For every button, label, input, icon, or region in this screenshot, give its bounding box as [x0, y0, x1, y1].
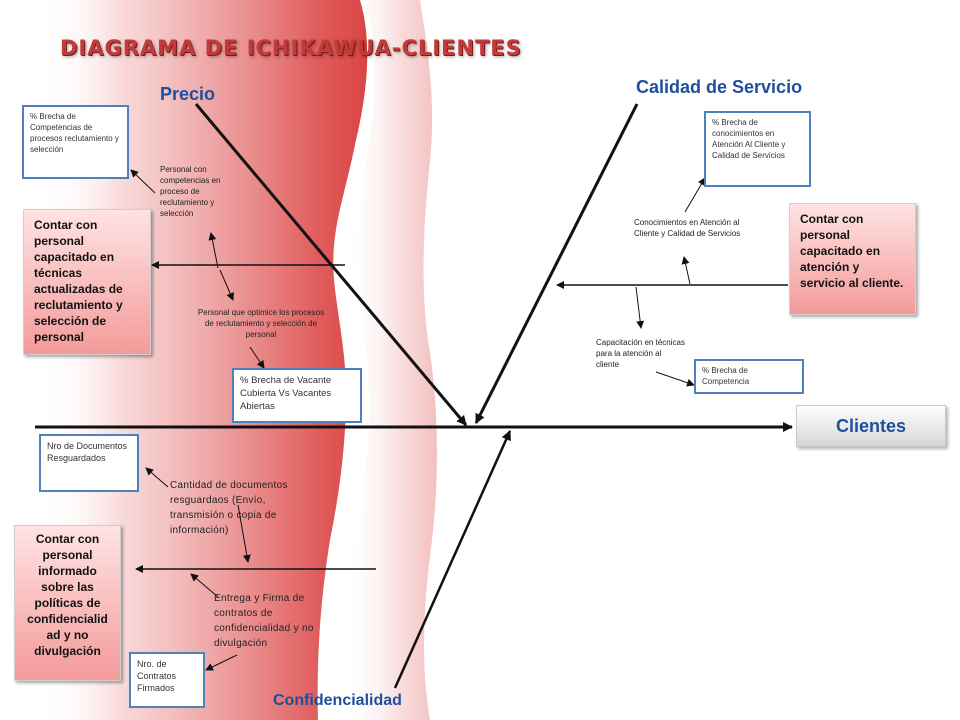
goal-calidad-box: Contar con personal capacitado en atenci…: [789, 203, 916, 315]
cause-conocimientos: Conocimientos en Atención al Cliente y C…: [634, 218, 741, 238]
metric-brecha-competencias-box: % Brecha de Competencias de procesos rec…: [22, 105, 129, 179]
metric-nro-documentos-box: Nro de Documentos Resguardados: [39, 434, 139, 492]
effect-clientes-box: Clientes: [796, 405, 946, 447]
bone-confidencialidad: [393, 430, 512, 689]
goal-calidad-text: Contar con personal capacitado en atenci…: [800, 212, 904, 290]
cause-personal-competencias: Personal con competencias en proceso de …: [160, 165, 221, 218]
cause-capacitacion: Capacitación en técnicas para la atenció…: [596, 338, 685, 369]
goal-precio-box: Contar con personal capacitado en técnic…: [23, 209, 151, 355]
metric-brecha-vacante-box: % Brecha de Vacante Cubierta Vs Vacantes…: [232, 368, 362, 423]
metric-brecha-competencia-text: % Brecha de Competencia: [702, 366, 750, 386]
category-confidencialidad: Confidencialidad: [273, 692, 402, 709]
cause-entrega-firma-contratos: Entrega y Firma de contratos de confiden…: [214, 593, 314, 649]
metric-brecha-conocimientos-text: % Brecha de conocimientos en Atención Al…: [712, 118, 786, 160]
goal-confidencialidad-text: Contar con personal informado sobre las …: [27, 532, 108, 658]
goal-confidencialidad-box: Contar con personal informado sobre las …: [14, 525, 121, 681]
goal-precio-text: Contar con personal capacitado en técnic…: [34, 218, 123, 344]
metric-brecha-conocimientos-box: % Brecha de conocimientos en Atención Al…: [704, 111, 811, 187]
metric-nro-contratos-text: Nro. de Contratos Firmados: [137, 659, 177, 693]
diagram-title: DIAGRAMA DE ICHIKAWUA-CLIENTES: [60, 36, 522, 60]
cause-personal-optimice: Personal que optimice los procesos de re…: [197, 308, 325, 339]
metric-nro-contratos-box: Nro. de Contratos Firmados: [129, 652, 205, 708]
metric-brecha-vacante-text: % Brecha de Vacante Cubierta Vs Vacantes…: [240, 375, 332, 412]
metric-brecha-competencia-box: % Brecha de Competencia: [694, 359, 804, 394]
category-precio: Precio: [160, 84, 216, 104]
metric-nro-documentos-text: Nro de Documentos Resguardados: [47, 441, 128, 463]
bone-calidad: [474, 103, 639, 424]
category-calidad-servicio: Calidad de Servicio: [636, 77, 803, 97]
metric-brecha-competencias-text: % Brecha de Competencias de procesos rec…: [30, 112, 119, 154]
cause-cantidad-documentos: Cantidad de documentos resguardaos (Enví…: [170, 480, 288, 536]
